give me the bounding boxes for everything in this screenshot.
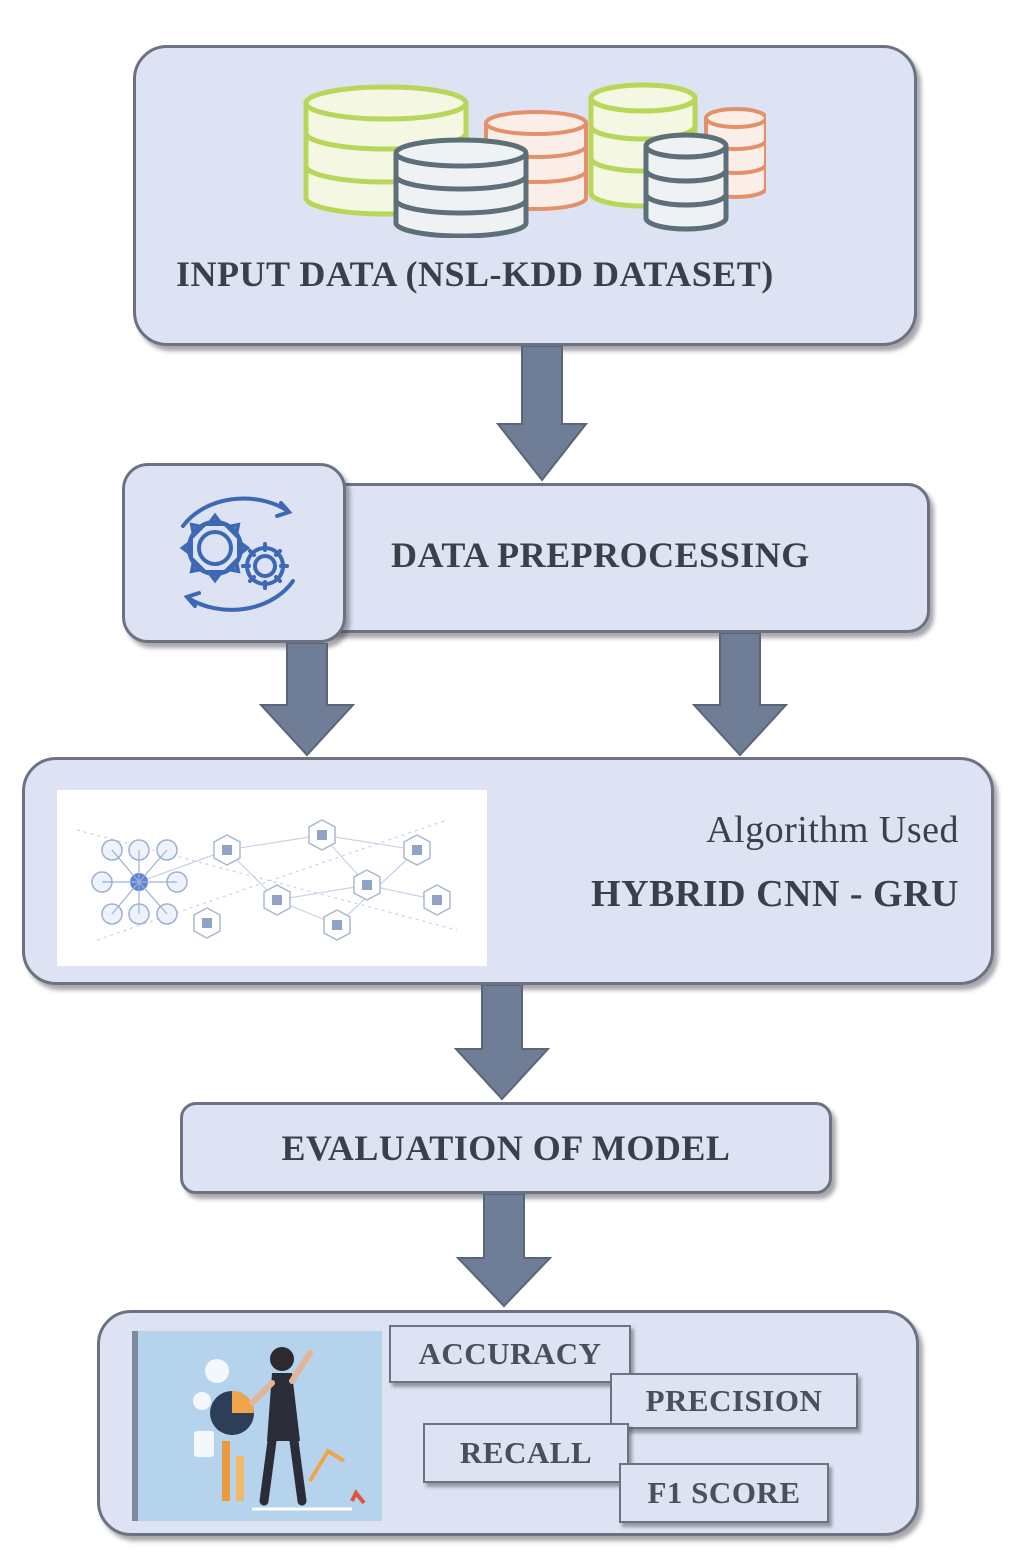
metric-f1-score: F1 SCORE — [619, 1463, 829, 1523]
analytics-person-illustration — [132, 1331, 382, 1521]
algorithm-box: Algorithm Used HYBRID CNN - GRU — [22, 757, 994, 985]
arrow-evaluation-to-metrics — [456, 1194, 552, 1308]
algorithm-name-label: HYBRID CNN - GRU — [591, 873, 959, 915]
arrow-preprocessing-to-algorithm-left — [259, 643, 355, 757]
input-data-label: INPUT DATA (NSL-KDD DATASET) — [176, 254, 774, 294]
metric-recall: RECALL — [423, 1423, 629, 1483]
gears-icon-box — [122, 463, 346, 643]
arrow-preprocessing-to-algorithm-right — [692, 633, 788, 757]
preprocessing-label: DATA PREPROCESSING — [391, 535, 810, 575]
database-stack-icon — [303, 82, 766, 238]
evaluation-box: EVALUATION OF MODEL — [180, 1102, 832, 1194]
network-illustration — [57, 790, 487, 966]
gears-cycle-icon — [179, 496, 295, 612]
algorithm-used-label: Algorithm Used — [706, 809, 959, 851]
metrics-box: ACCURACY PRECISION RECALL F1 SCORE — [97, 1310, 919, 1536]
input-data-box: INPUT DATA (NSL-KDD DATASET) — [133, 45, 917, 346]
arrow-algorithm-to-evaluation — [454, 985, 550, 1101]
preprocessing-box: DATA PREPROCESSING — [300, 483, 930, 633]
arrow-input-to-preprocessing — [496, 346, 588, 482]
metric-precision: PRECISION — [610, 1373, 858, 1429]
metric-accuracy: ACCURACY — [389, 1325, 631, 1383]
evaluation-label: EVALUATION OF MODEL — [281, 1128, 731, 1168]
